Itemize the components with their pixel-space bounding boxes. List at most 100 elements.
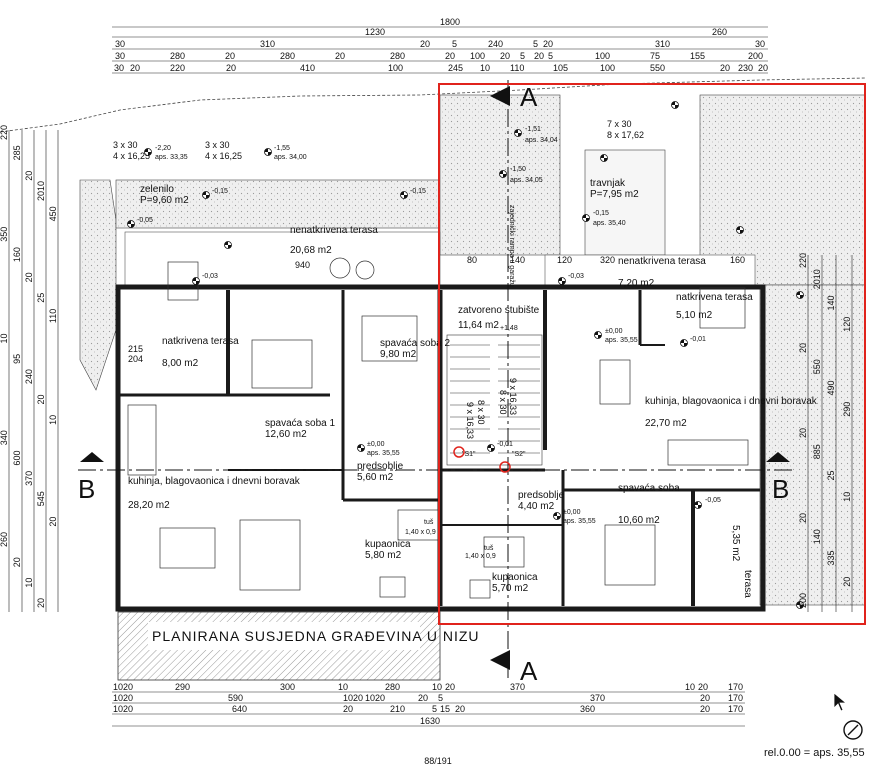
dim-204: 204: [128, 354, 143, 364]
level-value: -0,05: [705, 497, 721, 504]
level-value: -0,15: [212, 188, 228, 195]
dim: 20: [534, 51, 544, 61]
stair-label: 4 x 16,25: [205, 151, 242, 161]
room-area-lawn: P=7,95 m2: [590, 189, 639, 200]
right-dim: 220: [798, 253, 808, 268]
right-dim: 140: [812, 529, 822, 544]
level-marker-fill: [224, 241, 232, 249]
dim: 20: [225, 51, 235, 61]
section-b-right-label: B: [772, 474, 789, 504]
dim: 110: [510, 63, 524, 73]
level-value: -1,50: [510, 166, 526, 173]
dim: 10: [480, 63, 490, 73]
left-dim: 20: [12, 557, 22, 567]
ramp-label: zajednički rampa u garažu: [508, 205, 515, 287]
dim: 10: [113, 682, 123, 692]
left-dim-texts: 2202852020104503501602025110109524020103…: [0, 125, 58, 608]
dim: 20: [543, 39, 553, 49]
left-dim: 340: [0, 430, 9, 445]
level-marker-fill: [600, 154, 608, 162]
dim: 20: [123, 693, 133, 703]
dim: 5: [520, 51, 525, 61]
level-marker-fill: [264, 148, 272, 156]
right-dim: 20: [798, 428, 808, 438]
right-dim-texts: 2202010140120205504902902088525102014033…: [798, 253, 852, 608]
stair-label: 9 x 16,33: [508, 378, 518, 415]
level-value: aps. 35,55: [563, 518, 596, 525]
sofa-right: [667, 439, 749, 466]
dim: 5: [533, 39, 538, 49]
left-dim: 545: [36, 491, 46, 506]
room-area-hall-left: 5,60 m2: [357, 472, 394, 483]
dim: 310: [655, 39, 670, 49]
room-name-bedroom-2: spavaća soba 2: [380, 338, 450, 349]
lounge-chair: [355, 260, 375, 280]
bottom-dim-1630: 1630: [420, 716, 440, 726]
dim: 10: [338, 682, 348, 692]
room-name-terrace-covered-right: natkrivena terasa: [676, 292, 753, 303]
room-name-bedroom-right: spavaća soba: [618, 483, 680, 494]
stair-labels: 3 x 30 4 x 16,25 3 x 30 4 x 16,25 7 x 30…: [113, 119, 644, 439]
level-marker-fill: [582, 214, 590, 222]
stair-label: 3 x 30: [205, 140, 230, 150]
left-dim: 370: [24, 471, 34, 486]
room-area-terrace-open-left: 20,68 m2: [290, 245, 332, 256]
right-dim: 885: [812, 444, 822, 459]
dim: 20: [700, 704, 710, 714]
level-value: aps. 33,35: [155, 154, 188, 161]
room-name-hall-right: predsoblje: [518, 490, 565, 501]
left-dim: 350: [0, 227, 9, 242]
left-dim: 600: [12, 451, 22, 466]
dim: 20: [500, 51, 510, 61]
level-value: aps. 34,04: [525, 137, 558, 144]
top-dim-1230: 1230: [365, 27, 385, 37]
red-markers: [453, 446, 511, 473]
dim: 410: [300, 63, 315, 73]
left-dim: 220: [0, 125, 9, 140]
dim: 20: [720, 63, 730, 73]
left-dim: 160: [12, 247, 22, 262]
section-a-bottom-label: A: [520, 656, 538, 686]
left-dim: 10: [24, 578, 34, 588]
dim: 20: [700, 693, 710, 703]
neighbour-building-label: PLANIRANA SUSJEDNA GRAĐEVINA U NIZU: [152, 628, 480, 644]
right-dim: 200: [798, 593, 808, 608]
dim: 5: [452, 39, 457, 49]
dim: 100: [388, 63, 403, 73]
left-dim: 10: [0, 333, 9, 343]
dim: 240: [488, 39, 503, 49]
room-name-terrace-open-left: nenatkrivena terasa: [290, 225, 378, 236]
stair-label: 4 x 16,25: [113, 151, 150, 161]
shower-dim: 1,40 x 0,9: [405, 529, 436, 536]
left-dimension-chain: [8, 130, 59, 612]
dim: 100: [595, 51, 610, 61]
dim: 75: [650, 51, 660, 61]
small-labels: tuš 1,40 x 0,9 tuš 1,40 x 0,9 +1,48 "S1"…: [128, 205, 745, 560]
zelenilo-area: [115, 179, 447, 229]
level-value: ±0,00: [367, 441, 385, 448]
dim: 20: [123, 704, 133, 714]
stairwell: [446, 334, 543, 466]
room-name-terrace-covered-left: natkrivena terasa: [162, 336, 239, 347]
travnjak-area: [584, 149, 666, 256]
dim: 30: [115, 39, 125, 49]
dim: 20: [343, 704, 353, 714]
terrace-table-right: [699, 287, 746, 329]
dim: 15: [440, 704, 450, 714]
stair-label: 7 x 30: [607, 119, 632, 129]
top-dim-row3: 30 310 20 5 240 5 20 310 30: [115, 39, 765, 49]
room-area-living-right: 22,70 m2: [645, 418, 687, 429]
room-name-lawn: travnjak: [590, 178, 626, 189]
dim-320: 320: [600, 255, 615, 265]
dining-table-right: [599, 359, 631, 405]
shower-label: tuš: [484, 545, 494, 552]
bed-1: [251, 339, 313, 389]
level-value: -1,55: [274, 145, 290, 152]
section-b-left-label: B: [78, 474, 95, 504]
room-area-stairwell: 11,64 m2: [458, 320, 499, 331]
dim: 230: [738, 63, 753, 73]
dim: 280: [385, 682, 400, 692]
highlight-frame: [438, 83, 866, 625]
room-name-bath-right: kupaonica: [492, 572, 538, 583]
level-value: -0,03: [568, 273, 584, 280]
